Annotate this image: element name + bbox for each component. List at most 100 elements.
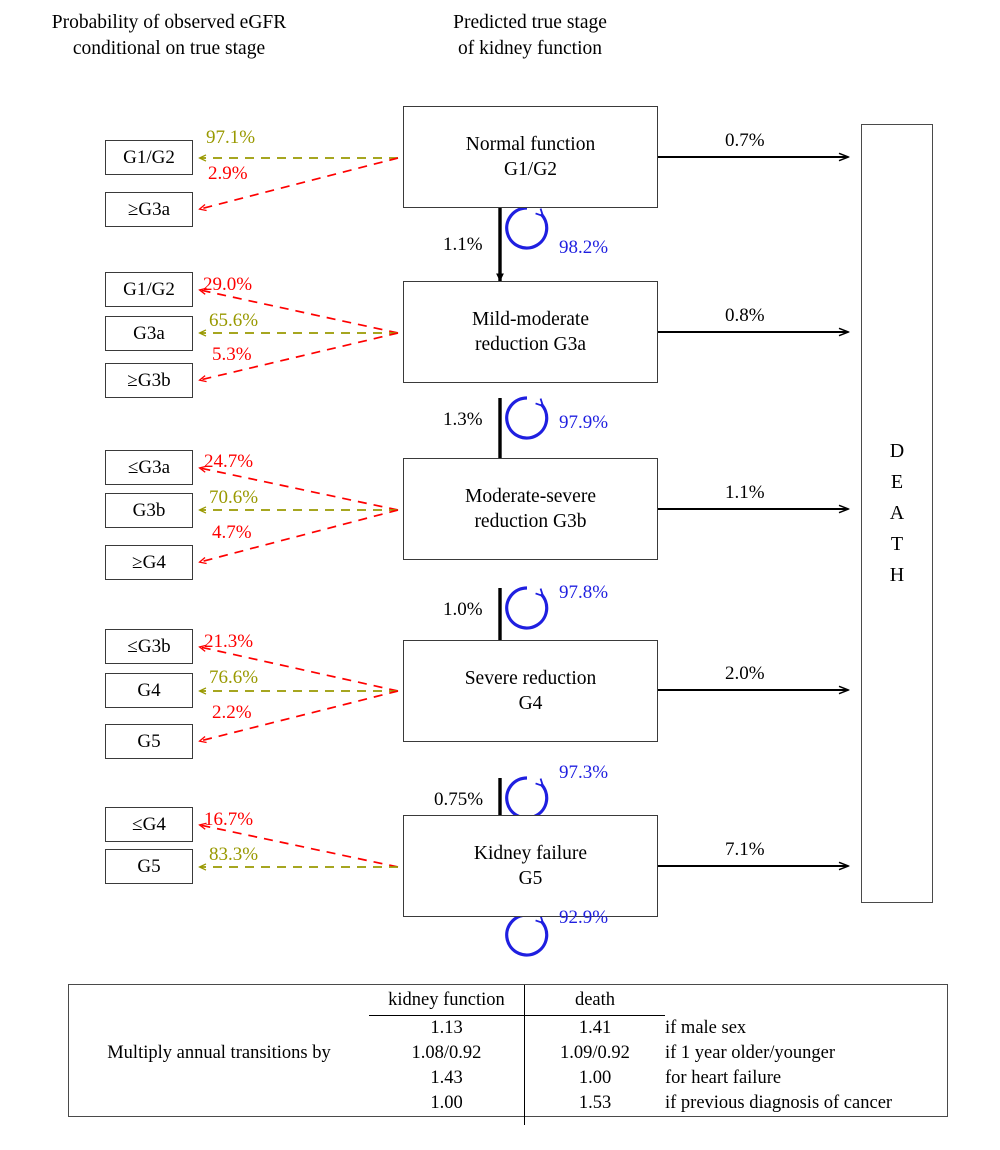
table-row: 1.00 1.53 if previous diagnosis of cance… — [69, 1091, 947, 1116]
obs-pct-g5-1: 83.3% — [209, 844, 259, 865]
table-corner-cell — [69, 985, 369, 1016]
progression-pct-g3b: 1.0% — [443, 599, 483, 620]
observed-box-label: G1/G2 — [123, 278, 175, 300]
obs-pct-g3b-0: 24.7% — [204, 451, 254, 472]
observed-box-g3b-0[interactable]: ≤G3a — [105, 450, 193, 485]
stage-box-g3a-line2: reduction G3a — [474, 334, 586, 355]
observed-box-g3a-1[interactable]: G3a — [105, 316, 193, 351]
table-spacer-cell — [69, 1116, 369, 1125]
table-rowlabel-cell — [69, 1016, 369, 1042]
death-box[interactable]: D E A T H — [861, 124, 933, 903]
obs-pct-g3a-1: 65.6% — [209, 310, 259, 331]
obs-pct-g3a-0: 29.0% — [203, 274, 253, 295]
obs-pct-g4-2: 2.2% — [212, 702, 252, 723]
stage-box-g1g2-line1: Normal function — [465, 134, 596, 155]
observed-box-label: G5 — [137, 730, 161, 752]
table-spacer-cell — [665, 1116, 947, 1125]
death-letter-d: D — [889, 440, 905, 462]
observed-box-label: ≥G3b — [127, 369, 171, 391]
stage-box-g3a-line1: Mild-moderate — [472, 309, 589, 330]
table-cell-kf-3: 1.00 — [430, 1093, 463, 1113]
observed-box-label: ≤G3b — [127, 635, 171, 657]
mortality-pct-g4: 2.0% — [725, 663, 765, 684]
table-spacer-cell — [369, 1116, 525, 1125]
selfloop-pct-g5: 92.9% — [559, 907, 609, 928]
header-left: Probability of observed eGFR conditional… — [14, 10, 324, 62]
observed-box-g4-0[interactable]: ≤G3b — [105, 629, 193, 664]
header-right-line1: Predicted true stage — [453, 12, 607, 33]
table-cell-condition-0: if male sex — [665, 1017, 747, 1038]
table-row-label: Multiply annual transitions by — [107, 1043, 331, 1063]
obs-pct-g3b-1: 70.6% — [209, 487, 259, 508]
table-spacer-cell — [524, 1116, 665, 1125]
table-header-kidney-function: kidney function — [369, 985, 525, 1016]
obs-pct-g4-0: 21.3% — [204, 631, 254, 652]
progression-pct-g4: 0.75% — [434, 789, 484, 810]
observed-box-label: ≥G3a — [127, 198, 171, 220]
observed-box-g1g2-0[interactable]: G1/G2 — [105, 140, 193, 175]
table-rowlabel-cell — [69, 1091, 369, 1116]
header-left-line1: Probability of observed eGFR — [51, 12, 287, 33]
stage-box-g1g2[interactable]: Normal function G1/G2 — [403, 106, 658, 208]
selfloop-pct-g3a: 97.9% — [559, 412, 609, 433]
observed-box-g3b-2[interactable]: ≥G4 — [105, 545, 193, 580]
progression-pct-g3a: 1.3% — [443, 409, 483, 430]
observed-box-label: G3b — [132, 499, 166, 521]
stage-box-g5[interactable]: Kidney failure G5 — [403, 815, 658, 917]
mortality-pct-g5: 7.1% — [725, 839, 765, 860]
observed-box-label: ≤G3a — [127, 456, 171, 478]
table-cell-condition-3: if previous diagnosis of cancer — [665, 1093, 893, 1113]
table-rowlabel-cell — [69, 1066, 369, 1091]
observed-box-g1g2-1[interactable]: ≥G3a — [105, 192, 193, 227]
observed-box-label: G1/G2 — [123, 146, 175, 168]
table-cell-death-3: 1.53 — [524, 1091, 665, 1116]
obs-pct-g3b-2: 4.7% — [212, 522, 252, 543]
mortality-pct-g3a: 0.8% — [725, 305, 765, 326]
table-cell-condition-1: if 1 year older/younger — [665, 1043, 836, 1063]
observed-box-g5-0[interactable]: ≤G4 — [105, 807, 193, 842]
stage-box-g3b[interactable]: Moderate-severe reduction G3b — [403, 458, 658, 560]
table-header-row: kidney function death — [69, 985, 947, 1016]
table-cell-death-2: 1.00 — [524, 1066, 665, 1091]
stage-box-g1g2-line2: G1/G2 — [503, 159, 558, 180]
observed-box-label: ≥G4 — [132, 551, 166, 573]
stage-box-g5-line2: G5 — [518, 868, 543, 889]
observed-box-g4-2[interactable]: G5 — [105, 724, 193, 759]
selfloop-pct-g3b: 97.8% — [559, 582, 609, 603]
observed-box-label: ≤G4 — [132, 813, 166, 835]
stage-box-g3b-line1: Moderate-severe — [464, 486, 596, 507]
stage-box-g4-line2: G4 — [518, 693, 543, 714]
table-row: Multiply annual transitions by 1.08/0.92… — [69, 1041, 947, 1066]
death-letter-t: T — [890, 533, 904, 555]
obs-pct-g5-0: 16.7% — [204, 809, 254, 830]
table-cell-kf-0: 1.13 — [430, 1018, 463, 1038]
table-cell-condition-2: for heart failure — [665, 1068, 782, 1088]
stage-box-g3a[interactable]: Mild-moderate reduction G3a — [403, 281, 658, 383]
table-cell-death-0: 1.41 — [524, 1015, 665, 1041]
table-header-condition — [665, 985, 947, 1016]
table-header-death: death — [524, 985, 665, 1016]
mortality-pct-g1g2: 0.7% — [725, 130, 765, 151]
stage-box-g4[interactable]: Severe reduction G4 — [403, 640, 658, 742]
death-letter-h: H — [889, 564, 905, 586]
header-right: Predicted true stage of kidney function — [380, 10, 680, 62]
observed-box-label: G5 — [137, 855, 161, 877]
table-cell-kf-2: 1.43 — [430, 1068, 463, 1088]
observed-box-g3a-2[interactable]: ≥G3b — [105, 363, 193, 398]
stage-box-g4-line1: Severe reduction — [464, 668, 597, 689]
multiplier-table: kidney function death 1.13 1.41 if male … — [68, 984, 948, 1125]
observed-box-g5-1[interactable]: G5 — [105, 849, 193, 884]
header-left-line2: conditional on true stage — [72, 38, 266, 59]
stage-box-g3b-line2: reduction G3b — [474, 511, 587, 532]
obs-pct-g1g2-1: 2.9% — [208, 163, 248, 184]
observed-box-g3a-0[interactable]: G1/G2 — [105, 272, 193, 307]
death-letter-a: A — [889, 502, 905, 524]
observed-box-g4-1[interactable]: G4 — [105, 673, 193, 708]
table-cell-kf-1: 1.08/0.92 — [411, 1043, 482, 1063]
observed-box-g3b-1[interactable]: G3b — [105, 493, 193, 528]
table-spacer-row — [69, 1116, 947, 1125]
multiplier-table-grid: kidney function death 1.13 1.41 if male … — [69, 985, 947, 1125]
obs-pct-g3a-2: 5.3% — [212, 344, 252, 365]
death-letter-e: E — [890, 471, 904, 493]
